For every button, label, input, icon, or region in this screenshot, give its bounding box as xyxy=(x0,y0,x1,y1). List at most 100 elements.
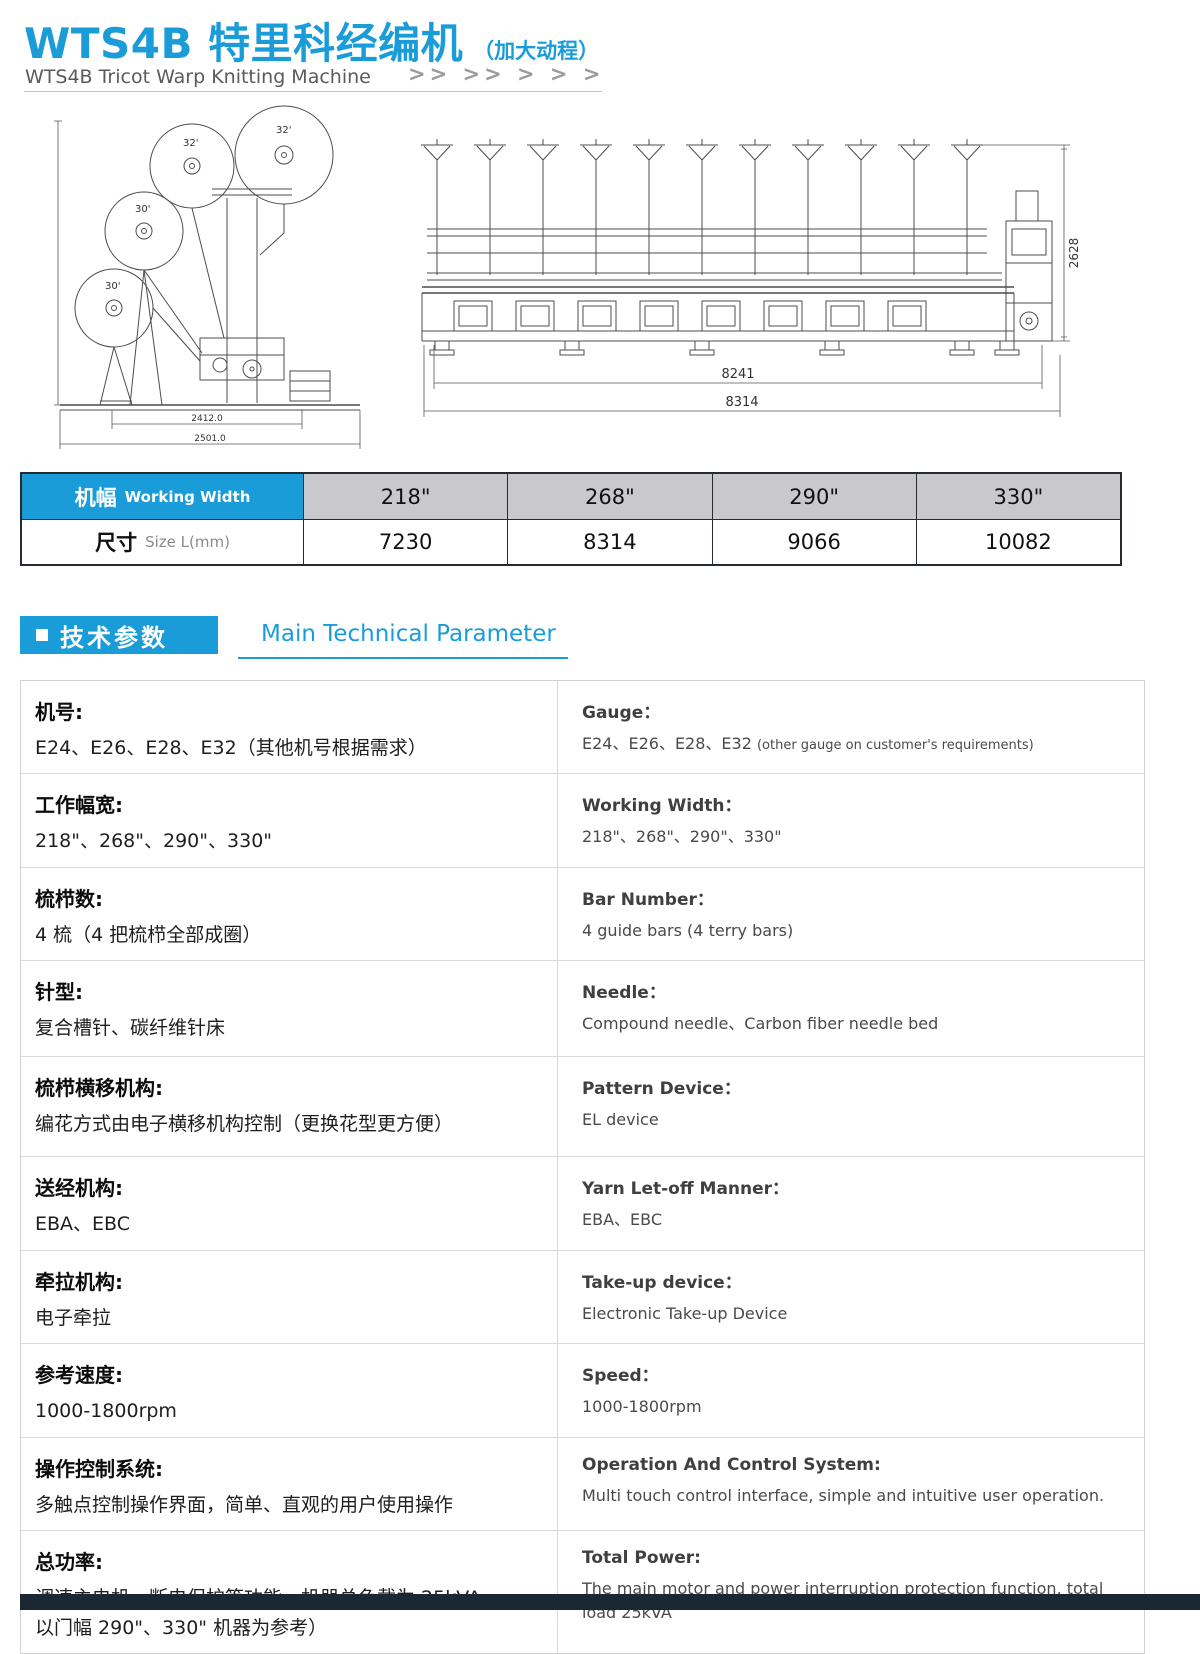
spec-value: 复合槽针、碳纤维针床 xyxy=(35,1017,226,1040)
spec-cell-zh: 梳栉横移机构: 编花方式由电子横移机构控制（更换花型更方便） xyxy=(21,1057,557,1156)
page-title-note: （加大动程） xyxy=(473,39,600,63)
spec-cell-zh: 针型: 复合槽针、碳纤维针床 xyxy=(21,961,557,1056)
spec-label: 梳栉横移机构: xyxy=(35,1076,163,1101)
spec-row-needle: 针型: 复合槽针、碳纤维针床 Needle： Compound needle、C… xyxy=(21,961,1144,1058)
spec-row-speed: 参考速度: 1000-1800rpm Speed： 1000-1800rpm xyxy=(21,1344,1144,1438)
spec-value: 编花方式由电子横移机构控制（更换花型更方便） xyxy=(35,1113,454,1136)
spec-label: Needle： xyxy=(582,983,666,1004)
spec-label: Pattern Device： xyxy=(582,1079,741,1100)
working-width-label-en: Working Width xyxy=(124,487,251,506)
spec-row-gauge: 机号: E24、E26、E28、E32（其他机号根据需求） Gauge： E24… xyxy=(21,681,1144,775)
table-header-row: 机幅 Working Width 218" 268" 290" 330" xyxy=(22,474,1120,519)
spec-cell-en: Operation And Control System: Multi touc… xyxy=(557,1437,1144,1531)
front-dim-height-label: 2628 xyxy=(1067,238,1081,269)
section-title-box: 技术参数 xyxy=(20,616,218,654)
spec-cell-en: Speed： 1000-1800rpm xyxy=(557,1344,1144,1437)
spec-row-bar-number: 梳栉数: 4 梳（4 把梳栉全部成圈） Bar Number： 4 guide … xyxy=(21,867,1144,962)
chevron-decoration-icon: >> >> > > > xyxy=(408,62,605,86)
spec-cell-zh: 参考速度: 1000-1800rpm xyxy=(21,1344,557,1436)
working-width-header-cell: 机幅 Working Width xyxy=(22,474,303,519)
section-title-zh: 技术参数 xyxy=(60,623,168,652)
spec-value-text: E24、E26、E28、E32 xyxy=(582,734,757,753)
spec-cell-en: Bar Number： 4 guide bars (4 terry bars) xyxy=(557,867,1144,961)
spec-value: EBA、EBC xyxy=(582,1210,663,1230)
technical-parameter-table: 机号: E24、E26、E28、E32（其他机号根据需求） Gauge： E24… xyxy=(20,680,1145,1654)
spec-value: Compound needle、Carbon fiber needle bed xyxy=(582,1014,939,1034)
spec-cell-zh: 机号: E24、E26、E28、E32（其他机号根据需求） xyxy=(21,681,557,773)
page-title: WTS4B 特里科经编机 xyxy=(24,19,464,68)
side-dim-outer-label: 2501.0 xyxy=(194,434,226,444)
spec-label: 机号: xyxy=(35,700,83,724)
spec-label: Gauge： xyxy=(582,703,661,723)
spec-label: Total Power: xyxy=(582,1548,701,1569)
spec-cell-en: Total Power: The main motor and power in… xyxy=(557,1531,1144,1654)
spec-value: EL device xyxy=(582,1110,659,1130)
spec-row-take-up: 牵拉机构: 电子牵拉 Take-up device： Electronic Ta… xyxy=(21,1250,1144,1345)
size-row-label-cell: 尺寸 Size L(mm) xyxy=(22,520,303,564)
spec-cell-zh: 工作幅宽: 218"、268"、290"、330" xyxy=(21,774,557,866)
beam-size-label: 30' xyxy=(135,204,150,215)
spec-value: 1000-1800rpm xyxy=(582,1397,702,1417)
spec-cell-en: Gauge： E24、E26、E28、E32 (other gauge on c… xyxy=(557,681,1144,774)
beam-size-label: 32' xyxy=(183,138,198,149)
spec-cell-zh: 牵拉机构: 电子牵拉 xyxy=(21,1251,557,1343)
page-subtitle: WTS4B Tricot Warp Knitting Machine xyxy=(25,66,371,88)
spec-label: 针型: xyxy=(35,980,83,1005)
spec-value: 218"、268"、290"、330" xyxy=(35,830,273,853)
spec-row-yarn-let-off: 送经机构: EBA、EBC Yarn Let-off Manner： EBA、E… xyxy=(21,1157,1144,1251)
width-column-218: 218" xyxy=(303,474,508,519)
spec-value-line2: 以门幅 290"、330" 机器为参考） xyxy=(35,1616,328,1639)
spec-label: Operation And Control System: xyxy=(582,1454,881,1475)
spec-label: 操作控制系统: xyxy=(35,1456,163,1481)
spec-label: Speed： xyxy=(582,1366,659,1387)
spec-value: E24、E26、E28、E32（其他机号根据需求） xyxy=(35,737,427,759)
side-dim-inner-label: 2412.0 xyxy=(191,414,223,424)
spec-row-total-power: 总功率: 调速主电机、断电保护等功能，机器总负载为 25kVA 以门幅 290"… xyxy=(21,1531,1144,1654)
spec-value: Electronic Take-up Device xyxy=(582,1303,788,1323)
spec-label: Take-up device： xyxy=(582,1272,742,1293)
spec-cell-zh: 送经机构: EBA、EBC xyxy=(21,1157,557,1249)
front-dim-inner-label: 8241 xyxy=(721,367,754,382)
spec-cell-en: Working Width： 218"、268"、290"、330" xyxy=(557,774,1144,867)
size-value-218: 7230 xyxy=(303,520,507,564)
spec-value: Multi touch control interface, simple an… xyxy=(582,1485,1105,1505)
spec-value: 4 guide bars (4 terry bars) xyxy=(582,920,794,940)
spec-cell-en: Take-up device： Electronic Take-up Devic… xyxy=(557,1250,1144,1344)
spec-cell-en: Needle： Compound needle、Carbon fiber nee… xyxy=(557,961,1144,1057)
spec-value: 4 梳（4 把梳栉全部成圈） xyxy=(35,923,262,946)
spec-label: Working Width： xyxy=(582,796,742,817)
spec-label: 梳栉数: xyxy=(35,886,103,911)
size-value-268: 8314 xyxy=(507,520,711,564)
footer-bar xyxy=(20,1594,1200,1610)
working-width-table: 机幅 Working Width 218" 268" 290" 330" 尺寸 … xyxy=(20,472,1122,566)
spec-value: E24、E26、E28、E32 (other gauge on customer… xyxy=(582,732,1132,756)
working-width-label-zh: 机幅 xyxy=(74,485,117,510)
section-title-en: Main Technical Parameter xyxy=(261,621,556,647)
spec-value: 电子牵拉 xyxy=(35,1306,112,1329)
beam-size-label: 30' xyxy=(105,281,120,292)
spec-value: 1000-1800rpm xyxy=(35,1400,177,1423)
spec-value: 多触点控制操作界面，简单、直观的用户使用操作 xyxy=(35,1493,454,1516)
size-value-330: 10082 xyxy=(915,520,1120,564)
spec-value: 218"、268"、290"、330" xyxy=(582,827,782,847)
front-dim-outer-label: 8314 xyxy=(725,395,758,410)
spec-label: 送经机构: xyxy=(35,1176,123,1201)
spec-label: 工作幅宽: xyxy=(35,793,123,818)
header-divider xyxy=(24,91,602,92)
section-title-underline xyxy=(238,657,568,659)
width-column-330: 330" xyxy=(915,474,1120,519)
spec-value: EBA、EBC xyxy=(35,1213,131,1236)
spec-label: 参考速度: xyxy=(35,1363,123,1388)
machine-side-view-drawing: 32' 32' 30' 30' 2412.0 2501.0 xyxy=(54,105,361,449)
spec-cell-zh: 梳栉数: 4 梳（4 把梳栉全部成圈） xyxy=(21,868,557,960)
page-header: WTS4B 特里科经编机 （加大动程） xyxy=(24,10,599,71)
width-column-290: 290" xyxy=(711,474,916,519)
spec-row-pattern-device: 梳栉横移机构: 编花方式由电子横移机构控制（更换花型更方便） Pattern D… xyxy=(21,1057,1144,1158)
beam-size-label: 32' xyxy=(276,125,291,136)
table-size-row: 尺寸 Size L(mm) 7230 8314 9066 10082 xyxy=(22,519,1120,564)
size-label-en: Size L(mm) xyxy=(145,533,230,551)
spec-cell-zh: 总功率: 调速主电机、断电保护等功能，机器总负载为 25kVA 以门幅 290"… xyxy=(21,1531,557,1653)
machine-front-view-drawing: 2628 8241 8314 xyxy=(421,139,1081,417)
spec-label: Yarn Let-off Manner： xyxy=(582,1179,790,1200)
spec-cell-en: Yarn Let-off Manner： EBA、EBC xyxy=(557,1157,1144,1250)
